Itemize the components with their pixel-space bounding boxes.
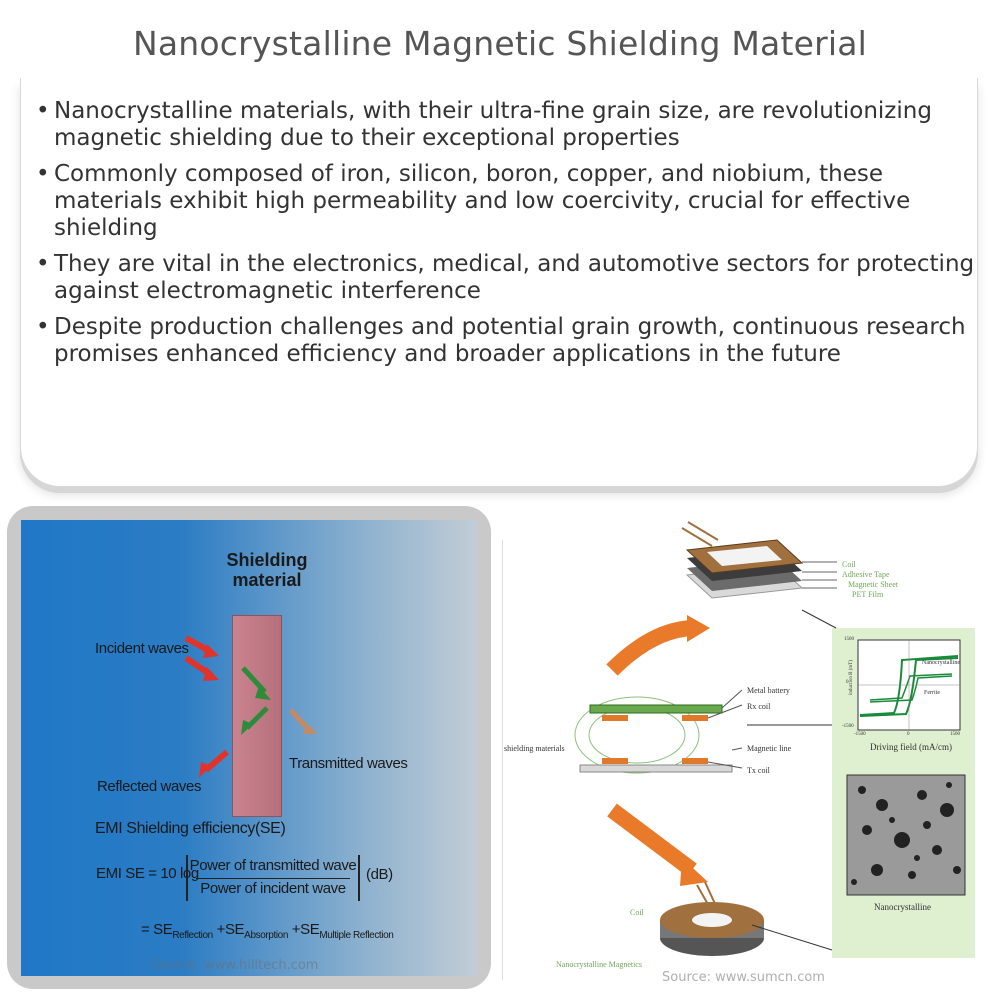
left-source-label: Source: www.hilltech.com — [151, 958, 319, 973]
shielding-material-title: Shielding material — [217, 550, 317, 590]
tx-coil-label: Tx coil — [747, 766, 770, 775]
shielding-efficiency-label: EMI Shielding efficiency(SE) — [95, 820, 286, 837]
layer-stack-icon — [681, 521, 837, 599]
rx-coil-label: Rx coil — [747, 702, 771, 711]
se-absorption-sub: Absorption — [244, 930, 288, 941]
emi-shielding-figure: Shielding material Incident waves Transm… — [7, 506, 491, 989]
incident-arrow-icon — [184, 635, 219, 681]
bullet-item: Despite production challenges and potent… — [36, 314, 976, 368]
se-multiple-sub: Multiple Reflection — [319, 930, 394, 941]
layer-label: Adhesive Tape — [842, 570, 890, 579]
shielding-title-line1: Shielding — [226, 550, 308, 570]
plot-ytick: 0 — [846, 680, 849, 685]
coil-label: Coil — [630, 908, 644, 917]
nanocrystalline-magnetics-label: Nanocrystalline Magnetics — [556, 960, 642, 969]
process-arrow-icon — [606, 615, 710, 886]
layer-labels: Coil Adhesive Tape Magnetic Sheet PET Fi… — [842, 560, 898, 600]
plot-ylabel: induction B (mT) — [849, 660, 854, 695]
right-source-label: Source: www.sumcn.com — [662, 970, 825, 985]
hysteresis-plot — [857, 639, 961, 731]
reflected-arrow-icon — [199, 749, 229, 778]
layer-label: Coil — [842, 560, 856, 569]
page-title: Nanocrystalline Magnetic Shielding Mater… — [132, 24, 868, 63]
layer-label: PET Film — [852, 590, 884, 599]
shielding-title-line2: material — [232, 570, 302, 590]
formula-denominator: Power of incident wave — [200, 880, 346, 897]
layer-label: Magnetic Sheet — [848, 580, 898, 589]
reflected-waves-label: Reflected waves — [97, 778, 202, 795]
se-term: = SE — [141, 921, 173, 938]
cross-section-icon — [574, 689, 743, 774]
incident-waves-label: Incident waves — [95, 640, 189, 657]
internal-wave-arrow-icon — [241, 666, 271, 735]
wireless-charging-drawing — [574, 521, 975, 958]
figure-divider — [502, 540, 503, 980]
plot-xlabel: Driving field (mA/cm) — [870, 742, 952, 752]
formula-fraction: Power of transmitted wave Power of incid… — [186, 855, 360, 901]
micrograph-grains — [851, 782, 961, 885]
plot-xtick: -1500 — [854, 732, 866, 737]
emi-diagram-background: Shielding material Incident waves Transm… — [21, 520, 477, 976]
formula-sum: = SEReflection +SEAbsorption +SEMultiple… — [141, 921, 394, 941]
shielding-materials-label: shielding materials — [504, 744, 565, 753]
nanocrystalline-curve-label: Nanocrystalline — [922, 660, 960, 666]
plot-ytick: -1500 — [842, 724, 854, 729]
magnetic-line-label: Magnetic line — [747, 744, 792, 753]
fraction-bar — [196, 878, 350, 879]
transmitted-arrow-icon — [289, 708, 317, 734]
bullet-item: Nanocrystalline materials, with their ul… — [36, 98, 976, 152]
plot-xtick: 1500 — [950, 732, 960, 737]
bullet-item: Commonly composed of iron, silicon, boro… — [36, 161, 976, 242]
formula-unit: (dB) — [366, 866, 393, 883]
formula-numerator: Power of transmitted wave — [189, 857, 357, 874]
metal-battery-label: Metal battery — [747, 686, 790, 695]
micrograph-label: Nanocrystalline — [874, 902, 931, 912]
plot-ytick: 1500 — [844, 637, 854, 642]
bullet-list: Nanocrystalline materials, with their ul… — [36, 98, 976, 377]
bottom-coil-icon — [660, 881, 764, 956]
transmitted-waves-label: Transmitted waves — [289, 755, 408, 772]
wireless-charging-figure: Coil Adhesive Tape Magnetic Sheet PET Fi… — [502, 510, 982, 990]
bullet-item: They are vital in the electronics, medic… — [36, 251, 976, 305]
plot-xtick: 0 — [907, 732, 910, 737]
connector-lines — [747, 609, 837, 951]
ferrite-curve-label: Ferrite — [924, 690, 940, 696]
formula-prefix: EMI SE = 10 log — [96, 865, 199, 882]
se-reflection-sub: Reflection — [172, 930, 213, 941]
wave-arrows — [184, 635, 317, 778]
